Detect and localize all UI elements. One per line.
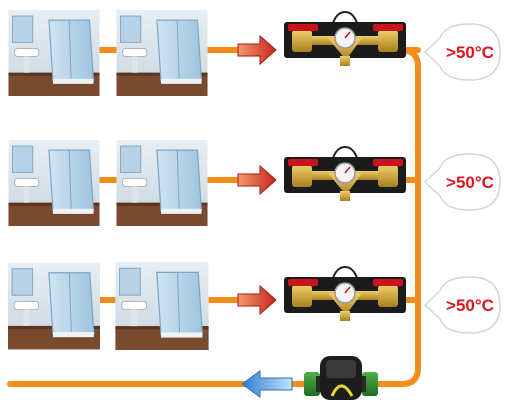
bathroom-image [115, 10, 209, 96]
temperature-badge-row-3: >50°C [423, 276, 501, 334]
temperature-label: >50°C [446, 43, 494, 62]
return-riser-pipe [375, 47, 421, 387]
circulation-pump-icon [304, 356, 378, 400]
arrow-right-icon [237, 284, 277, 316]
thermostatic-valve-icon [284, 146, 406, 202]
arrow-left-icon [241, 370, 293, 398]
temperature-label: >50°C [446, 296, 494, 315]
supply-arrows [237, 34, 277, 316]
temperature-badges: >50°C >50°C >50°C [423, 23, 501, 334]
arrow-right-icon [237, 34, 277, 66]
bathroom-image [8, 10, 100, 96]
temperature-badge-row-1: >50°C [423, 23, 501, 81]
thermostatic-valve-icon [284, 11, 406, 67]
bathroom-image [114, 262, 210, 350]
temperature-label: >50°C [446, 173, 494, 192]
valves [284, 11, 406, 322]
bathroom-image [8, 262, 100, 350]
thermostatic-valve-icon [284, 266, 406, 322]
temperature-badge-row-2: >50°C [423, 153, 501, 211]
arrow-right-icon [237, 164, 277, 196]
bathroom-image [8, 140, 100, 226]
bathroom-image [115, 140, 209, 226]
